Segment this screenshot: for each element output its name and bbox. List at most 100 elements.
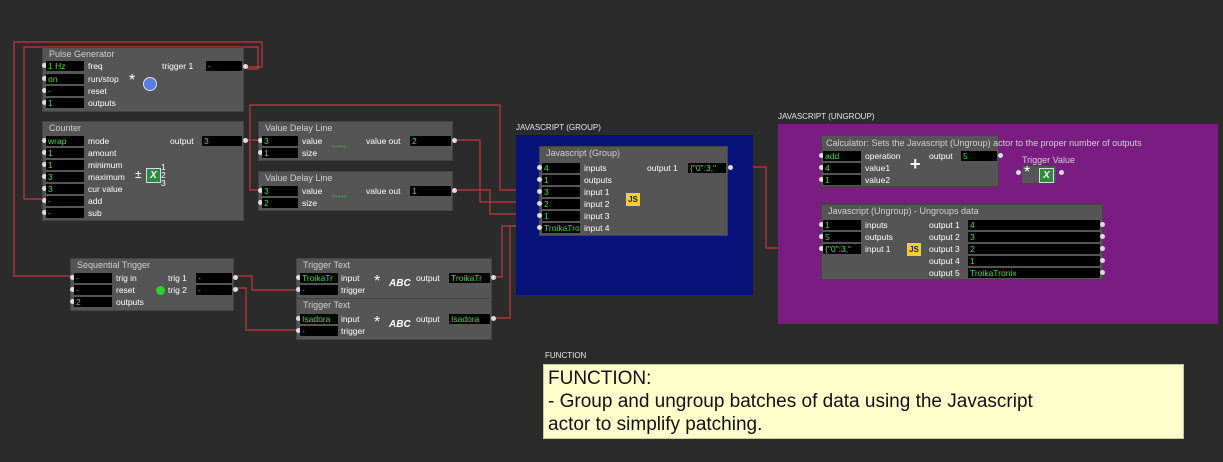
counter-mode-port[interactable] [42,138,47,143]
jsg-inputs-value[interactable]: 4 [542,163,580,173]
jsg-input2-value[interactable]: 2 [542,199,580,209]
counter-mode-value[interactable]: wrap [46,136,84,146]
ug-inputs-value[interactable]: 1 [823,220,861,230]
jsg-input4-label: input 4 [584,223,610,233]
pulse-runstop-port[interactable] [42,76,47,81]
counter-icon-num-2: 2 [161,170,166,180]
vdl2-value-value[interactable]: 3 [262,186,298,196]
jsg-input3-port[interactable] [537,213,542,218]
ug-inputs-port[interactable] [819,222,824,227]
pulse-outputs-value[interactable]: 1 [46,98,84,108]
counter-maximum-value[interactable]: 3 [46,172,84,182]
js-icon: JS [626,193,640,206]
jsg-input3-value[interactable]: 1 [542,211,580,221]
vdl2-size-value[interactable]: 2 [262,198,298,208]
vdl1-value-port[interactable] [258,138,263,143]
calc-value2-port[interactable] [819,177,824,182]
ug-input1-port[interactable] [819,246,824,251]
ug-output1-port[interactable] [1100,222,1105,227]
trigger-value-in-port[interactable] [1016,170,1021,175]
vdl2-output-value: 1 [410,186,451,196]
vdl1-value-value[interactable]: 3 [262,136,298,146]
pulse-reset-port[interactable] [42,88,47,93]
seq-outputs-port[interactable] [70,299,75,304]
tt1-input-value[interactable]: TroikaTr [300,273,338,283]
vdl2-output-port[interactable] [452,188,457,193]
tt2-input-port[interactable] [296,316,301,321]
jsg-inputs-port[interactable] [537,165,542,170]
calc-value1-port[interactable] [819,165,824,170]
counter-minimum-port[interactable] [42,162,47,167]
pulse-reset-value[interactable]: - [46,86,84,96]
counter-add-value[interactable]: - [46,196,84,206]
seq-reset-value[interactable]: - [74,285,112,295]
ug-output4-port[interactable] [1100,258,1105,263]
abc-icon: ABC [389,278,411,289]
tt1-trigger-value[interactable]: - [300,285,338,295]
ug-outputs-value[interactable]: 5 [823,232,861,242]
counter-curvalue-value[interactable]: 3 [46,184,84,194]
pulse-outputs-port[interactable] [42,100,47,105]
tt1-input-port[interactable] [296,275,301,280]
vdl2-size-port[interactable] [258,200,263,205]
counter-minimum-value[interactable]: 1 [46,160,84,170]
seq-outputs-value[interactable]: 2 [74,297,112,307]
jsg-input1-value[interactable]: 3 [542,187,580,197]
counter-title: Counter [49,123,82,133]
jsg-output-port[interactable] [728,165,733,170]
ug-output3-port[interactable] [1100,246,1105,251]
pulse-freq-value[interactable]: 1 Hz [46,61,84,71]
vdl1-output-port[interactable] [452,138,457,143]
calc-value2-value[interactable]: 1 [823,175,861,185]
ug-output5-port[interactable] [1100,270,1105,275]
counter-output-port[interactable] [243,138,248,143]
counter-sub-port[interactable] [42,210,47,215]
calc-output-port[interactable] [998,153,1003,158]
seq-trig1-port[interactable] [233,275,238,280]
ug-output4-value: 1 [968,256,1100,266]
tt2-trigger-value[interactable]: - [300,326,338,336]
seq-trig2-port[interactable] [233,287,238,292]
ungroup-title: Javascript (Ungroup) - Ungroups data [828,206,979,216]
ug-input1-value[interactable]: {"0":3," [823,244,861,254]
calc-operation-port[interactable] [819,153,824,158]
pulse-runstop-value[interactable]: on [46,74,84,84]
tt2-input-label: input [341,314,360,324]
ug-output2-port[interactable] [1100,234,1105,239]
counter-sub-value[interactable]: - [46,208,84,218]
pulse-freq-port[interactable] [42,63,47,68]
seq-trigin-port[interactable] [70,275,75,280]
seq-reset-port[interactable] [70,287,75,292]
calc-value1-label: value1 [865,163,891,173]
counter-maximum-port[interactable] [42,174,47,179]
vdl2-value-port[interactable] [258,188,263,193]
javascript-ungroup-actor[interactable]: Javascript (Ungroup) - Ungroups data [821,204,1103,280]
jsg-input4-port[interactable] [537,225,542,230]
tt2-output-port[interactable] [491,316,496,321]
counter-amount-value[interactable]: 1 [46,148,84,158]
tt1-trigger-port[interactable] [296,287,301,292]
jsg-input4-value[interactable]: TroikaTro [542,223,580,233]
wire-pulse-to-seq [13,41,263,277]
vdl1-size-value[interactable]: 1 [262,148,298,158]
counter-curvalue-port[interactable] [42,186,47,191]
jsg-input2-port[interactable] [537,201,542,206]
sequential-trigger-actor[interactable]: Sequential Trigger [70,258,234,311]
jsg-input1-port[interactable] [537,189,542,194]
calc-value1-value[interactable]: 4 [823,163,861,173]
ug-outputs-port[interactable] [819,234,824,239]
counter-add-port[interactable] [42,198,47,203]
pulse-trigger-port[interactable] [243,64,248,69]
wire-seq-tt2 [237,287,298,331]
calc-operation-value[interactable]: add [823,151,861,161]
jsg-outputs-port[interactable] [537,177,542,182]
tt2-input-value[interactable]: Isadora [300,314,338,324]
counter-icon-num-3: 3 [161,178,166,188]
jsg-outputs-value[interactable]: 1 [542,175,580,185]
tt1-output-port[interactable] [491,275,496,280]
counter-amount-port[interactable] [42,150,47,155]
tt2-trigger-port[interactable] [296,328,301,333]
vdl1-size-port[interactable] [258,150,263,155]
seq-trigin-value[interactable]: - [74,273,112,283]
trigger-value-out-port[interactable] [1059,170,1064,175]
